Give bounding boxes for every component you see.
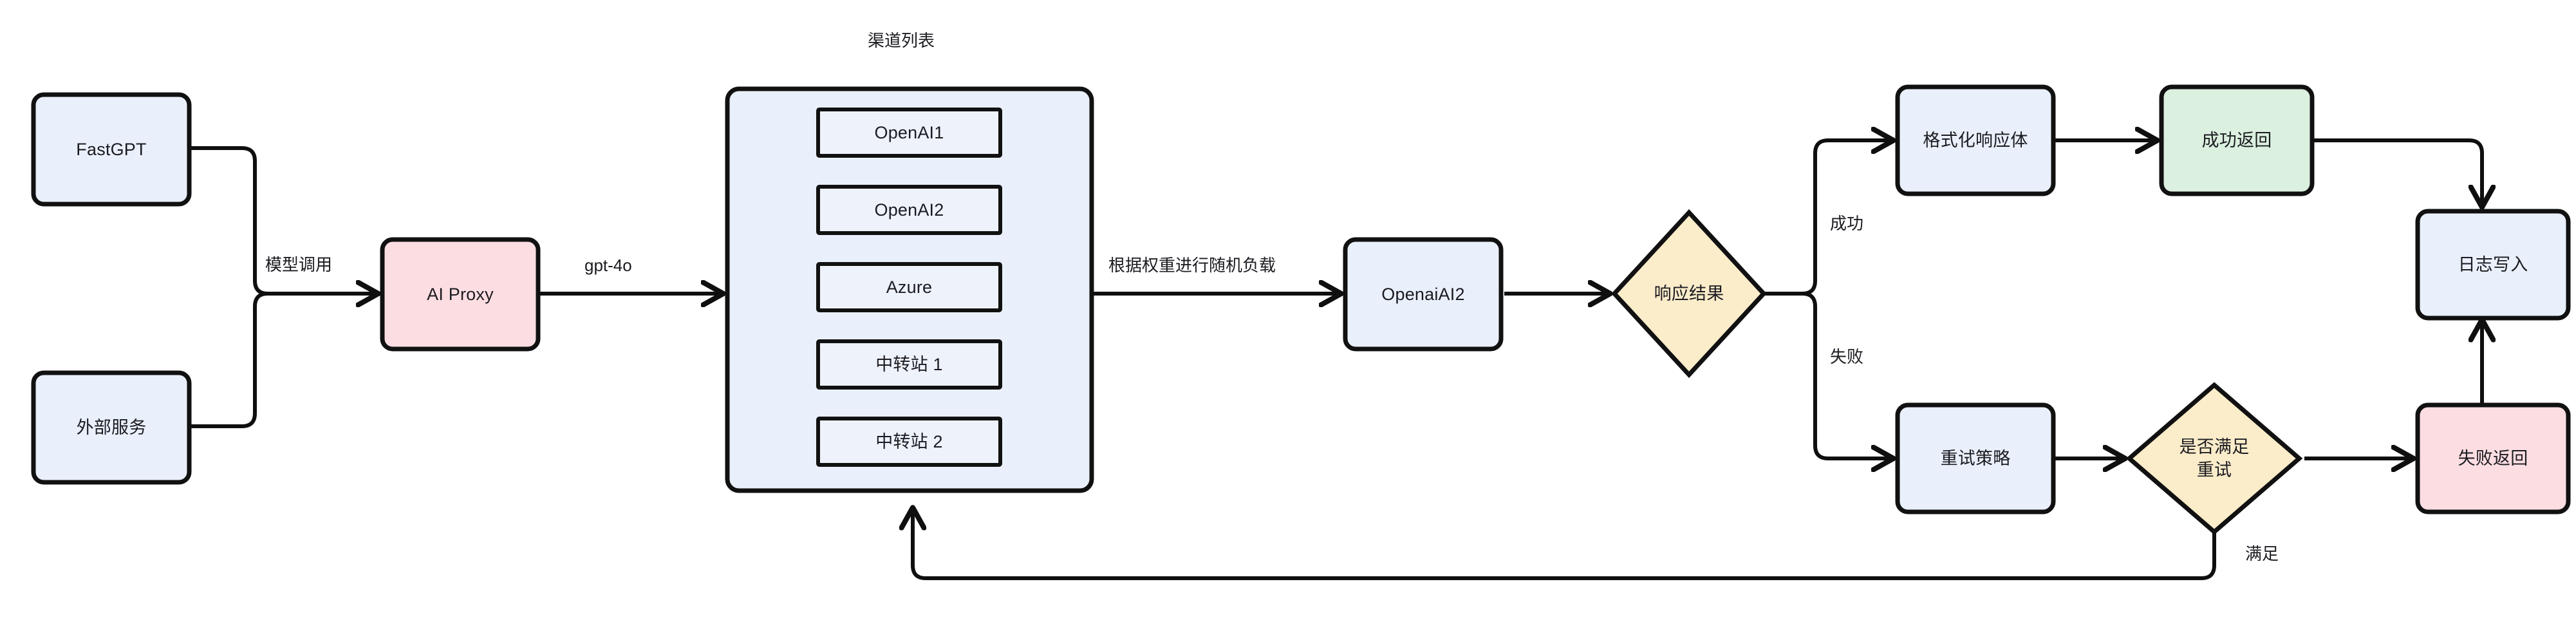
- node-response-result-shape[interactable]: [1611, 209, 1767, 379]
- node-ai-proxy-shape[interactable]: [380, 237, 541, 352]
- node-azure-shape[interactable]: [816, 262, 1002, 312]
- node-openai-ai2-shape[interactable]: [1343, 237, 1504, 352]
- node-external-service-shape[interactable]: [31, 370, 192, 485]
- node-retry-policy-shape[interactable]: [1895, 402, 2056, 514]
- node-failure-return-shape[interactable]: [2415, 402, 2571, 514]
- edge-response-result-failure: [1717, 292, 1892, 458]
- node-relay2-shape[interactable]: [816, 417, 1002, 467]
- edge-label-success: 成功: [1830, 214, 1864, 233]
- node-openai2-shape[interactable]: [816, 185, 1002, 235]
- node-retry-condition-shape[interactable]: [2125, 382, 2303, 535]
- group-channel-list-title: 渠道列表: [868, 31, 935, 50]
- edge-label-model-call: 模型调用: [265, 255, 333, 274]
- node-openai1-shape[interactable]: [816, 108, 1002, 158]
- node-log-write-shape[interactable]: [2415, 209, 2571, 321]
- edge-external-service-to-aiproxy: [191, 292, 360, 428]
- edge-success-return-to-log-write: [2308, 138, 2482, 206]
- node-relay1-shape[interactable]: [816, 339, 1002, 390]
- edge-label-weighted-random-load: 根据权重进行随机负载: [1108, 256, 1276, 275]
- edge-label-failure: 失败: [1830, 347, 1864, 366]
- edge-retry-condition-to-channel-list-loop: [913, 509, 2216, 580]
- node-fastgpt-shape[interactable]: [31, 92, 192, 207]
- edge-label-gpt-4o: gpt-4o: [584, 256, 632, 275]
- node-format-response-body-shape[interactable]: [1895, 84, 2056, 196]
- node-success-return-shape[interactable]: [2159, 84, 2315, 196]
- edge-label-satisfied: 满足: [2245, 544, 2279, 563]
